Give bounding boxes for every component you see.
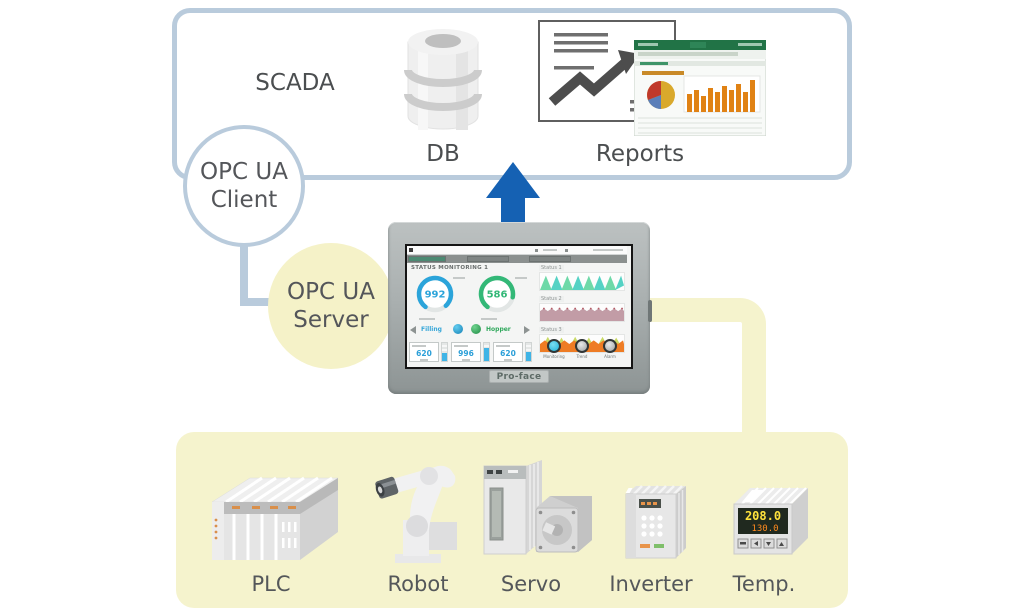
stat-card-2: 996 — [451, 342, 481, 362]
hmi-tab-1[interactable] — [408, 256, 446, 262]
inverter-label: Inverter — [609, 572, 693, 596]
monitoring-button[interactable] — [547, 339, 561, 353]
trend-label-3: Status 3 — [539, 327, 564, 333]
hmi-system-bar — [407, 246, 627, 255]
servo-icon — [483, 460, 592, 555]
plc-icon — [211, 476, 339, 560]
stat-bar-1 — [441, 342, 448, 362]
alarm-button-label: Alarm — [604, 354, 616, 359]
stat-card-1: 620 — [409, 342, 439, 362]
hmi-screen-title: STATUS MONITORING 1 — [411, 265, 489, 271]
temp-label: Temp. — [732, 572, 796, 596]
hmi-sd-slot — [648, 300, 652, 322]
stat-card-3: 620 — [493, 342, 523, 362]
svg-text:208.0: 208.0 — [745, 509, 781, 523]
trend-label-2: Status 2 — [539, 296, 564, 302]
hopper-indicator[interactable] — [471, 324, 481, 334]
hmi-tab-2[interactable] — [467, 256, 509, 262]
servo-label: Servo — [500, 572, 562, 596]
gauge-hopper: 586 — [478, 275, 516, 313]
hmi-tab-3[interactable] — [529, 256, 571, 262]
svg-text:586: 586 — [487, 290, 508, 301]
client-server-connector-vertical — [240, 244, 248, 306]
hopper-label: Hopper — [486, 326, 511, 333]
database-icon — [404, 29, 482, 130]
hmi-panel: STATUS MONITORING 1 992 586 Filling Hopp… — [388, 222, 652, 394]
opc-ua-server-node: OPC UA Server — [268, 243, 394, 369]
trend-chart-2 — [539, 303, 625, 322]
prev-screen-arrow[interactable] — [410, 326, 416, 334]
alarm-button[interactable] — [603, 339, 617, 353]
trend-chart-1 — [539, 272, 625, 291]
filling-label: Filling — [421, 326, 442, 333]
hmi-clock-text — [593, 249, 623, 251]
robot-icon — [375, 465, 457, 563]
spreadsheet-window-icon — [634, 40, 766, 136]
plc-label: PLC — [251, 572, 291, 596]
temp-controller-icon: 208.0 130.0 — [733, 487, 808, 555]
robot-label: Robot — [387, 572, 449, 596]
svg-text:130.0: 130.0 — [751, 524, 778, 534]
trend-label-1: Status 1 — [539, 265, 564, 271]
inverter-icon — [625, 485, 686, 559]
trend-button-label: Trend — [576, 354, 588, 359]
hmi-menu-icon[interactable] — [409, 248, 413, 252]
svg-text:992: 992 — [425, 290, 446, 301]
opc-ua-client-line2: Client — [210, 187, 278, 213]
stat-bar-3 — [525, 342, 532, 362]
opc-ua-server-line1: OPC UA — [287, 279, 375, 305]
opc-ua-client-node: OPC UA Client — [183, 125, 305, 247]
scada-label: SCADA — [255, 70, 335, 96]
hmi-status-icon — [535, 249, 538, 252]
hmi-screen: STATUS MONITORING 1 992 586 Filling Hopp… — [405, 244, 633, 369]
trend-button[interactable] — [575, 339, 589, 353]
opc-ua-server-line2: Server — [293, 307, 369, 333]
hmi-user-icon — [565, 249, 568, 252]
next-screen-arrow[interactable] — [524, 326, 530, 334]
proface-logo: Pro-face — [489, 370, 549, 383]
db-label: DB — [426, 141, 460, 167]
stat-bar-2 — [483, 342, 490, 362]
monitoring-button-label: Monitoring — [543, 354, 565, 359]
gauge-filling: 992 — [416, 275, 454, 313]
opc-ua-client-line1: OPC UA — [200, 159, 288, 185]
filling-indicator[interactable] — [453, 324, 463, 334]
hmi-tab-bar — [407, 255, 627, 263]
reports-label: Reports — [595, 141, 685, 167]
